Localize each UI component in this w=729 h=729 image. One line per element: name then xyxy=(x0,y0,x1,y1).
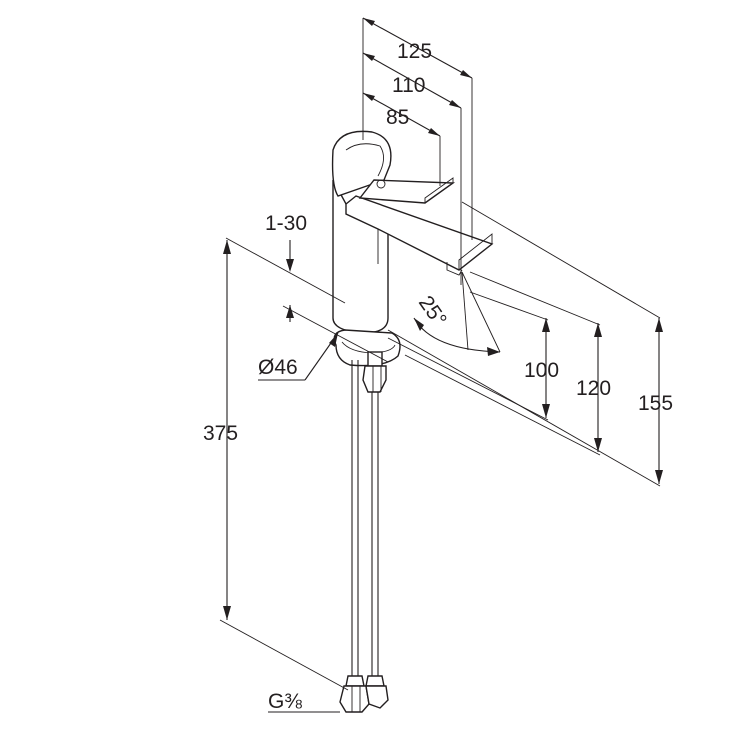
reach-dimensions xyxy=(362,17,473,285)
dim-label-thread: G⅜ xyxy=(268,690,302,713)
hose-length-dimension xyxy=(219,240,349,691)
dim-label-diameter: Ø46 xyxy=(258,356,298,379)
faucet-body xyxy=(331,130,494,334)
angle-dimension xyxy=(413,271,501,356)
dim-label-thickness: 1-30 xyxy=(265,212,307,235)
dim-label-100: 100 xyxy=(524,359,559,382)
supply-hoses xyxy=(339,360,389,713)
dim-label-155: 155 xyxy=(638,392,673,415)
dim-label-125: 125 xyxy=(397,40,432,63)
thickness-dimension xyxy=(282,240,389,363)
diameter-leader xyxy=(258,332,339,381)
height-dimensions xyxy=(225,201,663,487)
dim-label-120: 120 xyxy=(576,377,611,400)
mounting-hardware xyxy=(333,329,401,393)
dim-label-110: 110 xyxy=(392,74,425,97)
dim-label-85: 85 xyxy=(386,106,409,129)
dim-label-375: 375 xyxy=(203,422,238,445)
